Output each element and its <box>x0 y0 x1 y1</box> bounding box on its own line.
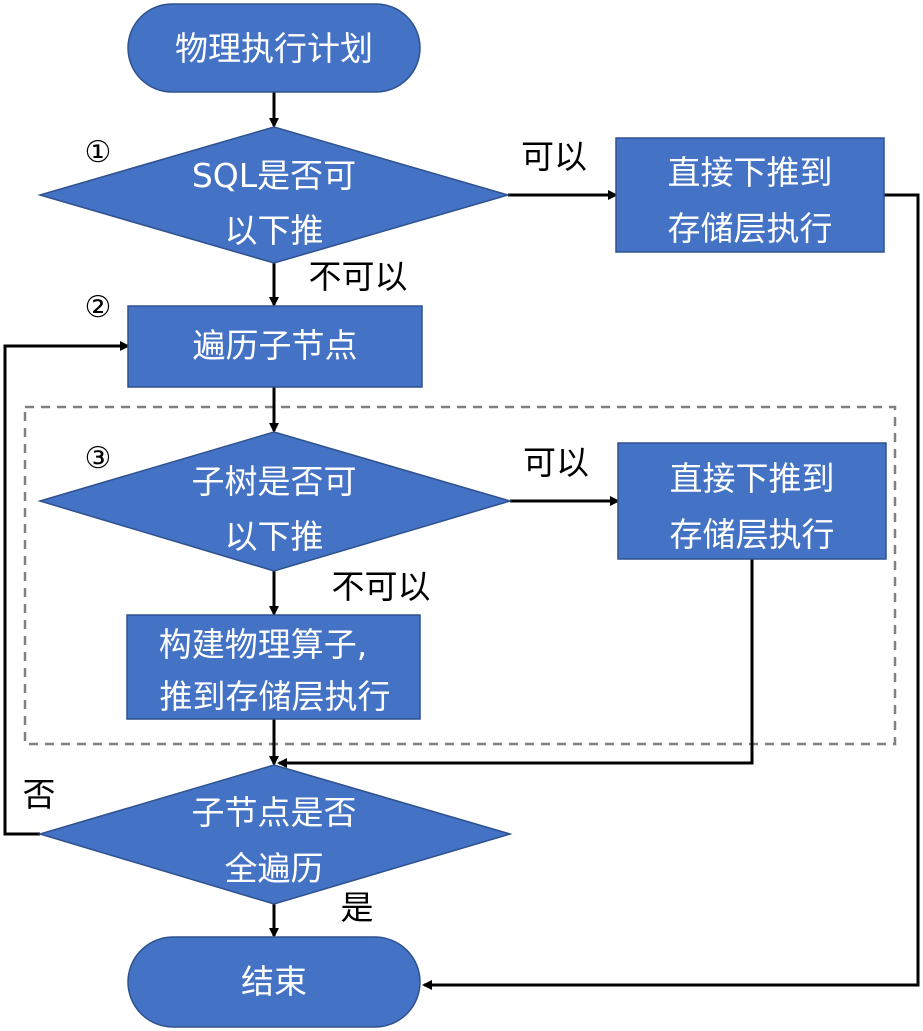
build-operator-box <box>126 614 421 720</box>
decision-subtree-pushdown <box>37 431 513 572</box>
decision-sql-pushdown-line1: SQL是否可 <box>192 156 356 195</box>
pushdown-storage-box-1-line1: 直接下推到 <box>668 153 833 192</box>
label-subtree-yes: 可以 <box>523 443 589 482</box>
decision-subtree-pushdown-line2: 以下推 <box>225 517 324 556</box>
edge-pushdown2-to-merge <box>277 559 754 768</box>
end-terminator <box>127 936 421 1028</box>
edge-all-no-loop-to-traverse <box>3 341 130 836</box>
build-operator-line2: 推到存储层执行 <box>160 677 391 716</box>
step-marker-3: ③ <box>85 441 112 476</box>
label-subtree-no: 不可以 <box>332 567 431 606</box>
label-sql-yes: 可以 <box>521 137 587 176</box>
pushdown-storage-box-1-line2: 存储层执行 <box>668 209 833 248</box>
pushdown-storage-box-2-line1: 直接下推到 <box>670 459 835 498</box>
label-sql-no: 不可以 <box>309 257 408 296</box>
decision-all-traversed <box>37 764 513 905</box>
pushdown-storage-box-2-line2: 存储层执行 <box>670 515 835 554</box>
subtree-group-border <box>23 405 897 746</box>
traverse-children-label: 遍历子节点 <box>193 326 358 365</box>
pushdown-storage-box-2 <box>617 442 887 560</box>
build-operator-line1: 构建物理算子, <box>159 625 368 664</box>
decision-subtree-pushdown-line1: 子树是否可 <box>192 462 357 501</box>
pushdown-storage-box-1 <box>615 137 885 253</box>
start-terminator <box>127 3 421 93</box>
start-terminator-label: 物理执行计划 <box>175 29 373 68</box>
edge-pushdown1-to-end <box>422 193 920 990</box>
end-terminator-label: 结束 <box>241 962 307 1001</box>
traverse-children-box <box>127 305 423 388</box>
decision-sql-pushdown-line2: 以下推 <box>225 211 324 250</box>
decision-sql-pushdown <box>37 126 511 264</box>
step-marker-1: ① <box>85 135 112 170</box>
label-all-yes: 是 <box>341 888 374 927</box>
decision-all-traversed-line2: 全遍历 <box>225 849 324 888</box>
label-all-no: 否 <box>23 775 56 814</box>
step-marker-2: ② <box>85 290 112 325</box>
decision-all-traversed-line1: 子节点是否 <box>192 793 357 832</box>
